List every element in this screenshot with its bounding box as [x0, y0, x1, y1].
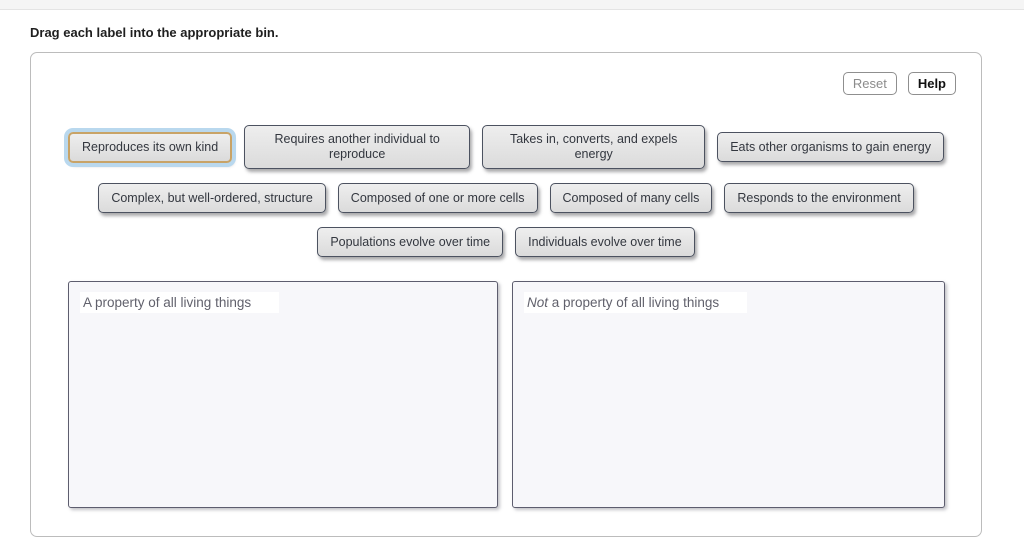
bin-label: Not a property of all living things [524, 292, 748, 313]
bin-label-text: A property of all living things [83, 295, 252, 310]
drag-chip[interactable]: Takes in, converts, and expels energy [482, 125, 706, 169]
drag-chip[interactable]: Composed of many cells [549, 183, 713, 213]
toolbar: Reset Help [842, 72, 956, 95]
chip-row-2: Complex, but well-ordered, structure Com… [98, 183, 914, 213]
chip-tray: Reproduces its own kind Requires another… [31, 125, 981, 257]
chip-row-3: Populations evolve over time Individuals… [317, 227, 695, 257]
top-bar [0, 0, 1024, 10]
chip-row-1: Reproduces its own kind Requires another… [68, 125, 944, 169]
drag-chip[interactable]: Requires another individual to reproduce [244, 125, 471, 169]
bin-label-prefix: Not [527, 295, 549, 310]
help-button[interactable]: Help [907, 72, 956, 95]
drag-chip[interactable]: Populations evolve over time [317, 227, 504, 257]
activity-panel: Reset Help Reproduces its own kind Requi… [30, 52, 982, 537]
drag-chip[interactable]: Complex, but well-ordered, structure [98, 183, 326, 213]
bin-label-text: a property of all living things [548, 295, 720, 310]
drag-chip[interactable]: Responds to the environment [724, 183, 914, 213]
drag-chip[interactable]: Individuals evolve over time [515, 227, 695, 257]
bin-not-property-of-living-things[interactable]: Not a property of all living things [512, 281, 945, 508]
bin-property-of-living-things[interactable]: A property of all living things [68, 281, 498, 508]
drag-chip[interactable]: Composed of one or more cells [337, 183, 538, 213]
reset-button[interactable]: Reset [842, 72, 897, 95]
drag-chip[interactable]: Eats other organisms to gain energy [717, 132, 944, 162]
drag-chip[interactable]: Reproduces its own kind [68, 131, 233, 163]
bin-label: A property of all living things [80, 292, 280, 313]
instruction-text: Drag each label into the appropriate bin… [30, 25, 279, 40]
